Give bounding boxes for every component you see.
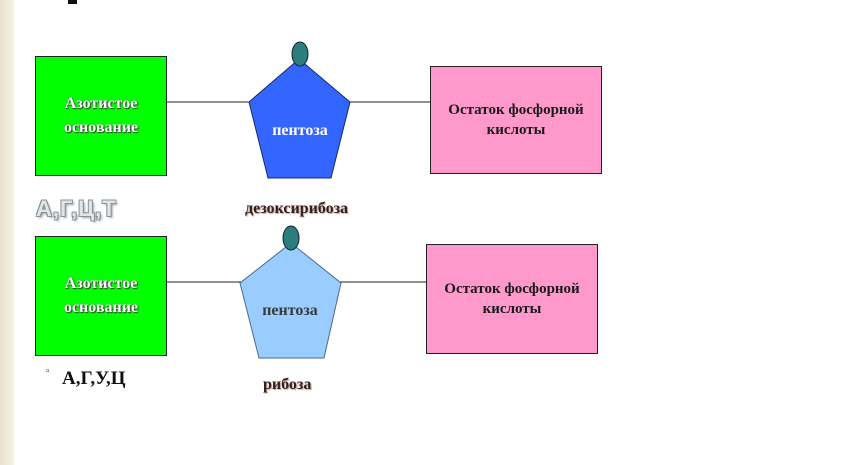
nitrogenous-base-box-1: Азотистое основание: [35, 56, 167, 176]
pentose-pentagon-1: [248, 58, 351, 179]
phosphate-box-2: Остаток фосфорной кислоты: [426, 244, 598, 354]
sugar-caption-2: рибоза: [263, 376, 312, 393]
top-mark: [68, 0, 77, 4]
pentose-label-1: пентоза: [272, 122, 328, 139]
knob-1: [291, 41, 309, 67]
pentose-pentagon-2: [239, 242, 342, 359]
acid-label-2: Остаток фосфорной кислоты: [444, 281, 580, 317]
base-label-2: Азотистое основание: [63, 275, 139, 316]
knob-2: [282, 225, 300, 251]
left-border-strip: [0, 0, 14, 465]
pentose-label-2: пентоза: [262, 302, 318, 319]
acid-label-1: Остаток фосфорной кислоты: [448, 102, 584, 138]
bullet-icon: ▫: [46, 366, 50, 377]
phosphate-box-1: Остаток фосфорной кислоты: [430, 66, 602, 174]
bases-list-2: А,Г,У,Ц: [62, 368, 126, 389]
sugar-caption-1: дезоксирибоза: [245, 200, 349, 217]
nitrogenous-base-box-2: Азотистое основание: [35, 236, 167, 356]
base-label-1: Азотистое основание: [63, 95, 139, 136]
bases-list-1: А,Г,Ц,Т: [36, 196, 117, 221]
